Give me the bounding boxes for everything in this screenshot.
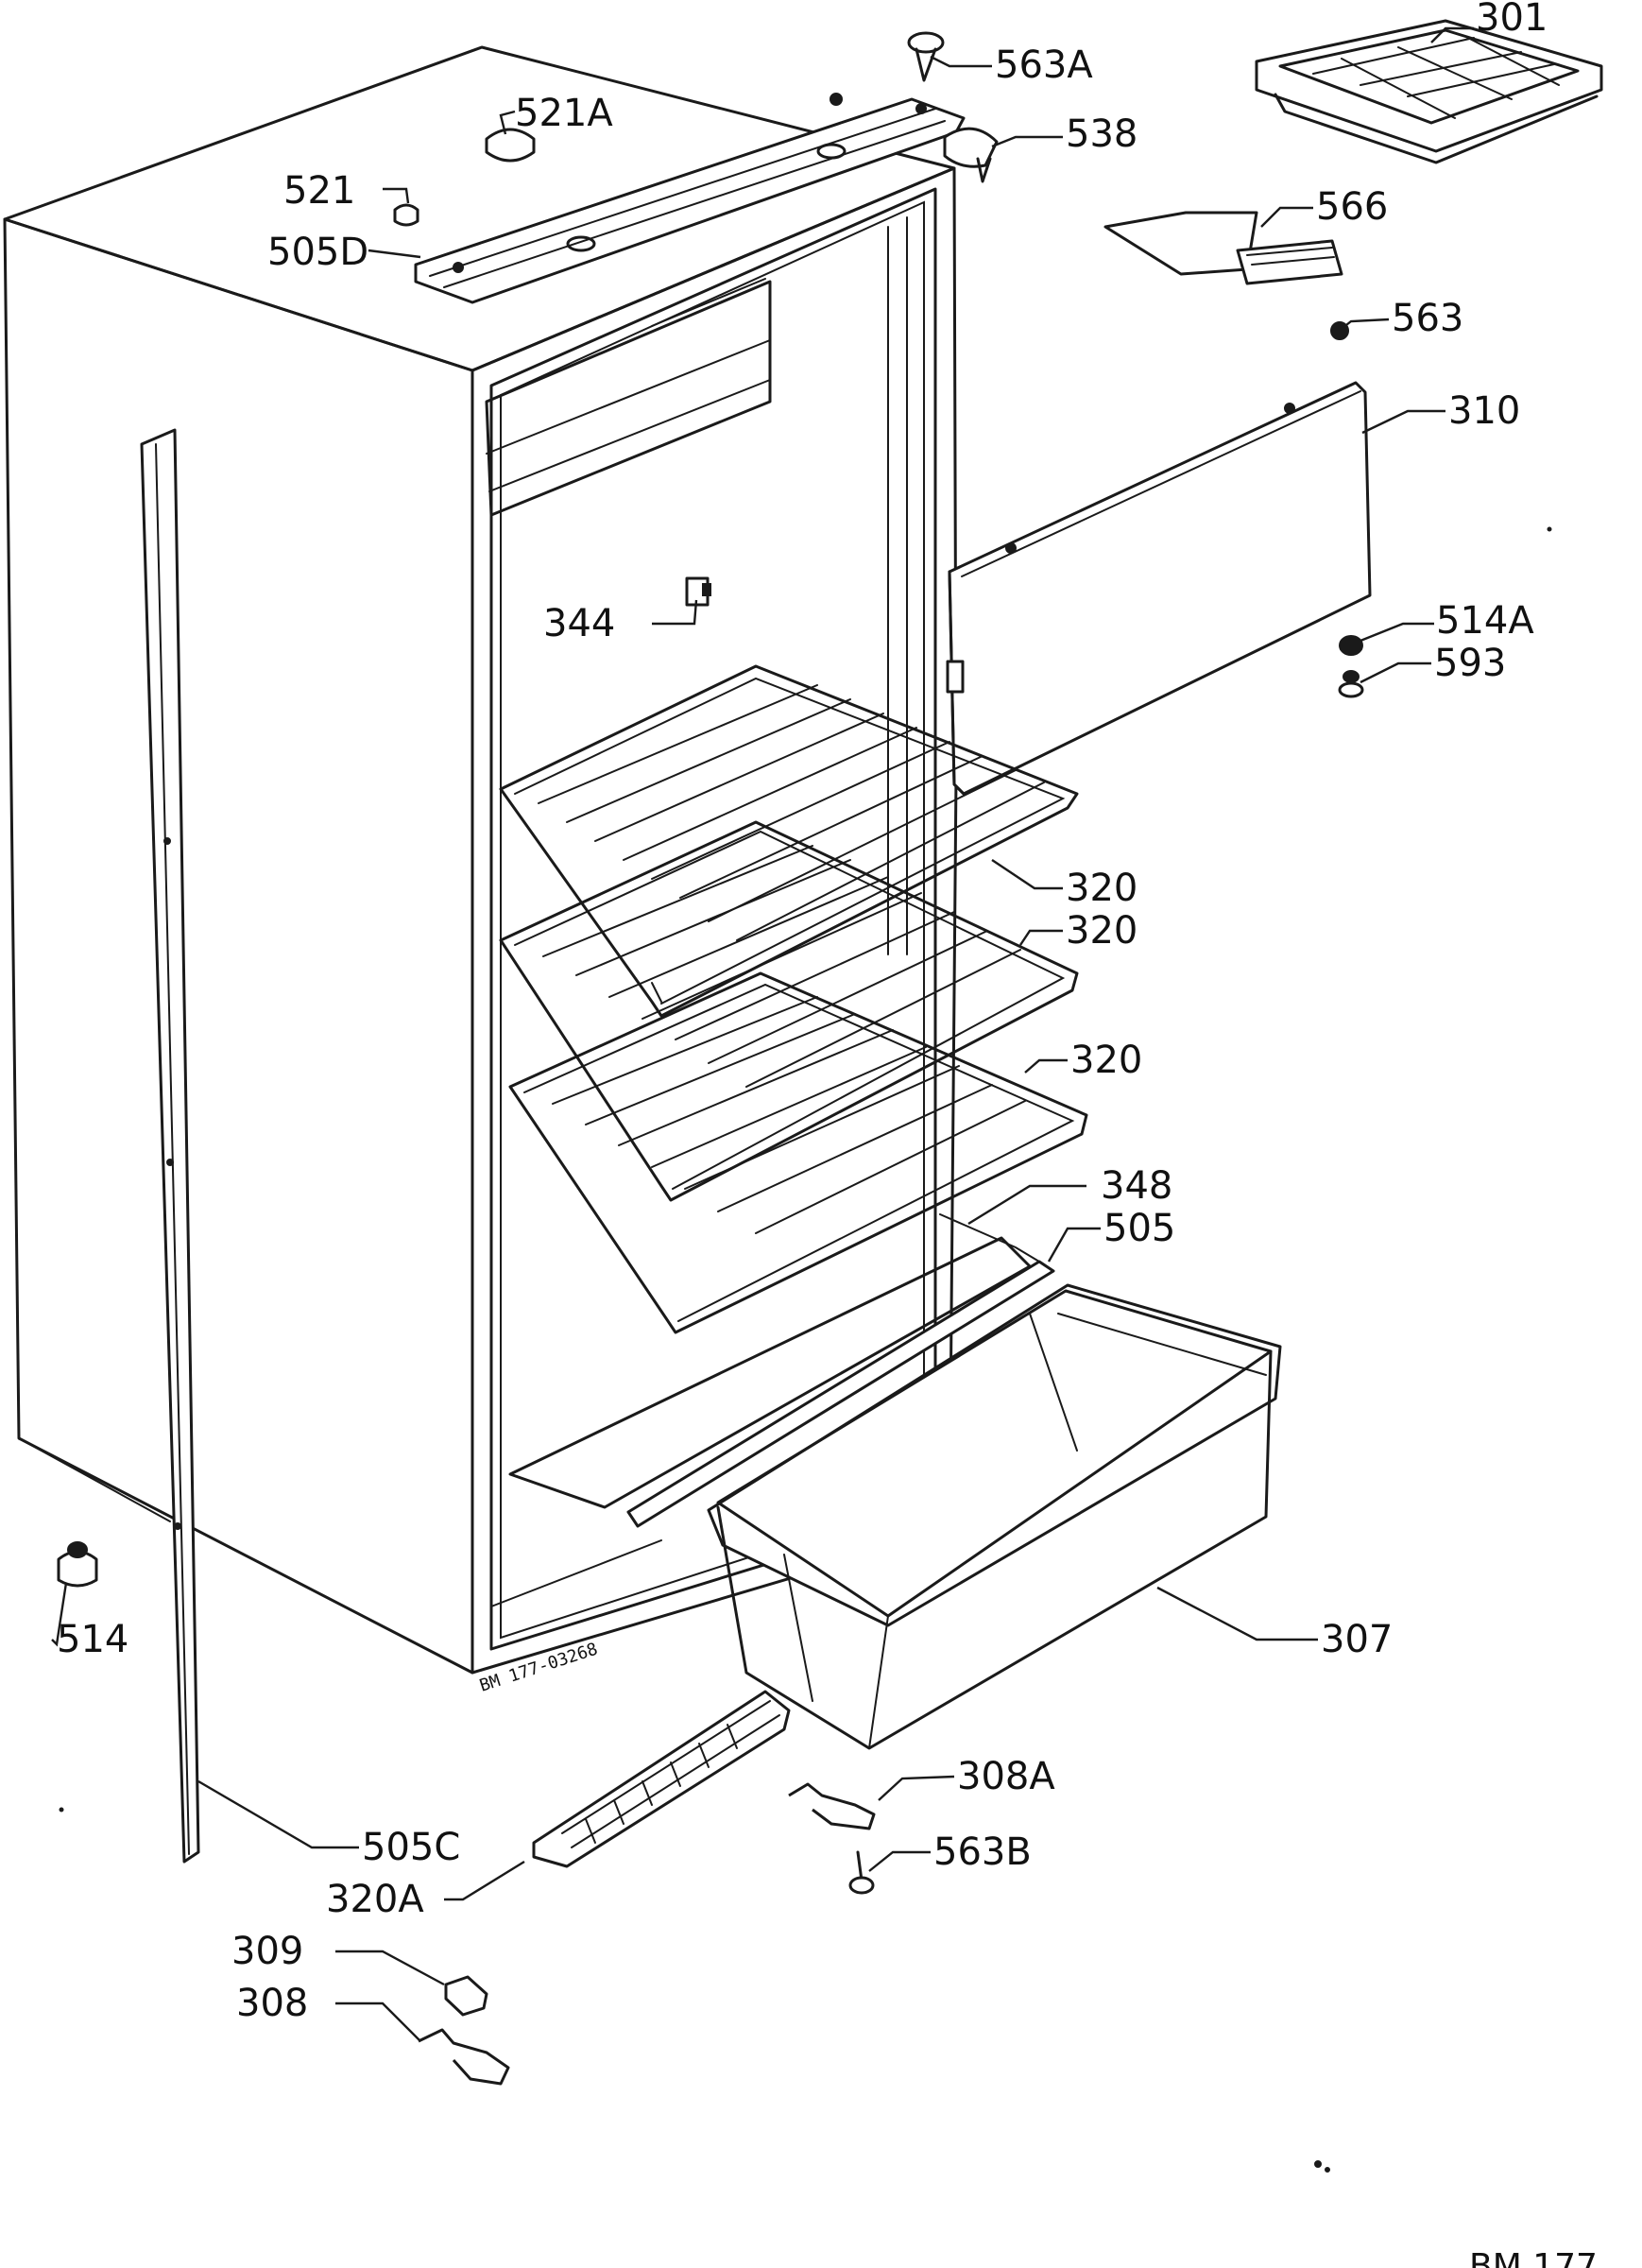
label-344: 344	[543, 602, 615, 645]
label-538: 538	[1066, 112, 1137, 156]
block-309	[444, 1975, 488, 2017]
ice-scraper	[1103, 211, 1343, 285]
glass-shelf-348	[939, 1213, 1040, 1263]
label-307: 307	[1321, 1618, 1393, 1661]
label-320-middle: 320	[1066, 909, 1137, 953]
label-348: 348	[1101, 1164, 1172, 1208]
label-505D: 505D	[267, 231, 368, 274]
label-563: 563	[1392, 297, 1463, 340]
door-seal-strip	[140, 428, 200, 1864]
label-566: 566	[1316, 185, 1388, 229]
label-505C: 505C	[362, 1826, 460, 1869]
bracket-308	[418, 2028, 510, 2086]
shelf-trim-505	[626, 1260, 1055, 1528]
part-labels: 301 563A 538 521A 521 505D 566 563 310 3…	[57, 0, 1548, 2025]
plug-521	[393, 203, 419, 227]
wire-shelf-lower	[508, 971, 1088, 1334]
plug-521A	[485, 128, 536, 163]
hinge-pin-538	[943, 127, 999, 183]
label-320A: 320A	[326, 1878, 424, 1921]
foot-514A	[1339, 635, 1363, 656]
label-308: 308	[236, 1982, 308, 2025]
label-563B: 563B	[933, 1830, 1032, 1874]
label-521A: 521A	[515, 92, 613, 135]
wire-shelf-upper	[499, 664, 1079, 1018]
foot-514	[57, 1541, 98, 1588]
vent-grille	[532, 1690, 791, 1868]
label-563A: 563A	[995, 43, 1093, 87]
label-310: 310	[1448, 389, 1520, 433]
freezer-flap	[946, 381, 1372, 796]
crisper-drawer	[707, 1283, 1282, 1750]
label-521: 521	[283, 169, 355, 213]
label-593: 593	[1434, 642, 1506, 685]
scan-specks	[59, 526, 1552, 2173]
label-309: 309	[231, 1930, 303, 1973]
label-308A: 308A	[957, 1755, 1055, 1798]
ice-cube-tray	[1255, 19, 1603, 164]
label-320-upper: 320	[1066, 867, 1137, 910]
screw-563B	[848, 1850, 875, 1895]
label-301: 301	[1476, 0, 1548, 40]
leader-lines	[51, 26, 1474, 2042]
label-514A: 514A	[1436, 599, 1534, 643]
washer-593	[1338, 670, 1364, 698]
corner-code: BM 177	[1469, 2247, 1598, 2268]
label-505: 505	[1103, 1207, 1175, 1250]
label-514: 514	[57, 1618, 128, 1661]
catch-344	[685, 576, 711, 607]
screw-563A	[907, 31, 945, 82]
bracket-308A	[788, 1782, 876, 1830]
wire-shelf-middle	[499, 820, 1079, 1202]
label-320-lower: 320	[1070, 1039, 1142, 1082]
